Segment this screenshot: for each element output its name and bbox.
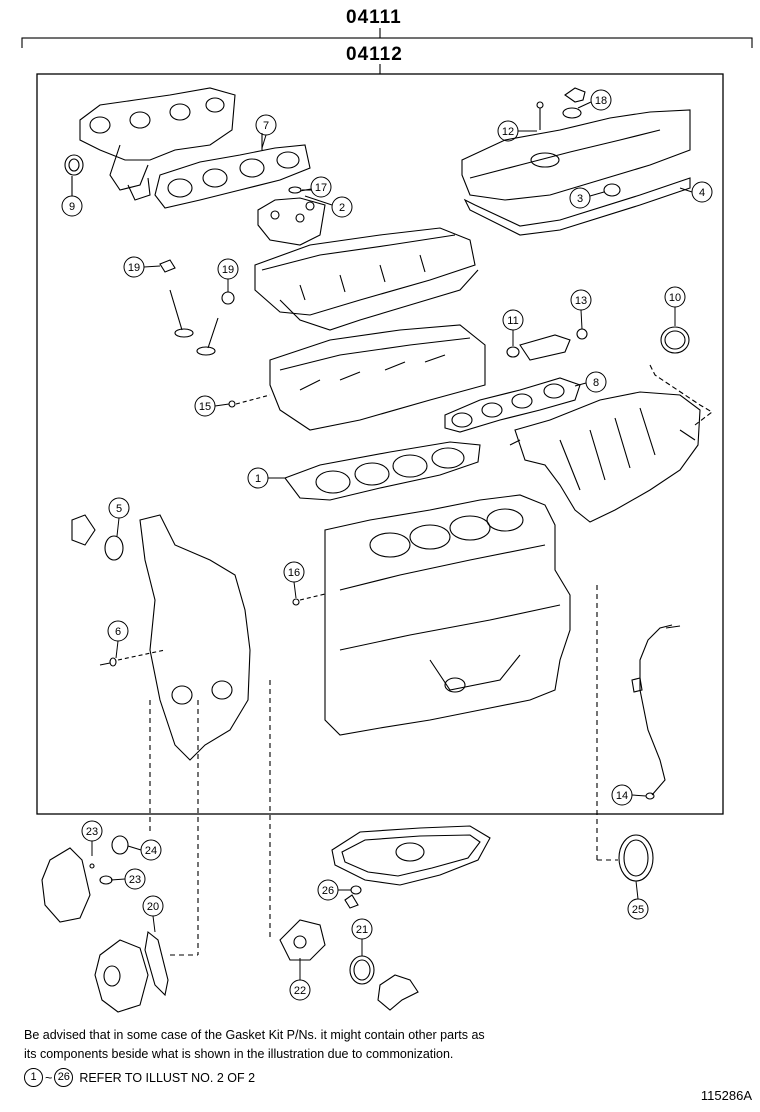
kit-04112-frame [36, 73, 724, 815]
callout-numbers: 1 2 3 4 5 6 7 8 9 10 11 12 13 14 15 16 1… [69, 95, 705, 997]
callout-8: 8 [593, 377, 599, 389]
dipstick-guide-drawing [631, 624, 681, 800]
callout-19b: 19 [222, 264, 234, 276]
advisory-note-line-2: its components beside what is shown in t… [24, 1047, 454, 1061]
oil-pan-drawing [331, 825, 491, 909]
illustration-id: 115286A [700, 1088, 752, 1103]
callout-6: 6 [115, 626, 121, 638]
callout-10: 10 [669, 292, 681, 304]
callout-9: 9 [69, 201, 75, 213]
callout-2-circle [331, 196, 353, 218]
callout-5: 5 [116, 503, 122, 515]
callout-25: 25 [632, 904, 644, 916]
callout-19a: 19 [128, 262, 140, 274]
injector-drawing [506, 328, 588, 361]
callout-3: 3 [577, 193, 583, 205]
intake-gasket-8 [444, 377, 581, 433]
intake-manifold-drawing [509, 391, 701, 523]
callout-17-circle [310, 176, 332, 198]
callout-21: 21 [356, 924, 368, 936]
callout-7: 7 [263, 120, 269, 132]
cylinder-block-drawing [292, 494, 571, 736]
timing-chain-cover-drawing [71, 514, 251, 761]
gasket-10 [649, 326, 713, 426]
callout-18: 18 [595, 95, 607, 107]
cylinder-head-cover-drawing [461, 87, 691, 236]
ref-end-circle: 26 [54, 1068, 74, 1087]
callout-2: 2 [339, 202, 345, 214]
callout-9-circle [61, 195, 83, 217]
water-pump-drawing [41, 835, 169, 1013]
callout-8-circle [585, 371, 607, 393]
callout-13: 13 [575, 295, 587, 307]
leader-lines [149, 585, 618, 956]
callout-22: 22 [294, 985, 306, 997]
oil-seal-9 [64, 154, 84, 196]
rear-oil-seal-25 [618, 834, 654, 882]
callout-1: 1 [255, 473, 261, 485]
callout-23b: 23 [129, 874, 141, 886]
callout-15: 15 [199, 401, 211, 413]
camshaft-housing-drawing [254, 227, 479, 331]
callout-17: 17 [315, 182, 327, 194]
advisory-note-line-1: Be advised that in some case of the Gask… [24, 1028, 485, 1042]
reference-line: 1 ~ 26 REFER TO ILLUST NO. 2 OF 2 [24, 1068, 255, 1087]
callout-4: 4 [699, 187, 705, 199]
callout-23a: 23 [86, 826, 98, 838]
callout-3-circle [569, 187, 591, 209]
ref-text: REFER TO ILLUST NO. 2 OF 2 [79, 1070, 256, 1085]
callout-12: 12 [502, 126, 514, 138]
callout-11: 11 [507, 315, 518, 327]
callout-circles [61, 89, 713, 1001]
callout-16: 16 [288, 567, 300, 579]
callout-leaders [91, 101, 693, 980]
cylinder-head-gasket-1 [284, 441, 481, 501]
valves-drawing [159, 259, 235, 356]
callout-20: 20 [147, 901, 159, 913]
kit-number-04111: 04111 [346, 7, 402, 28]
callout-26: 26 [322, 885, 334, 897]
exhaust-gasket-7 [154, 133, 311, 209]
callout-14: 14 [616, 790, 628, 802]
cylinder-head-drawing [228, 324, 486, 431]
kit-number-04112: 04112 [346, 44, 403, 65]
exhaust-manifold-drawing [79, 87, 236, 201]
callout-24: 24 [145, 845, 157, 857]
ref-start-circle: 1 [24, 1068, 43, 1087]
callout-18-circle [590, 89, 612, 111]
ref-tilde: ~ [45, 1070, 53, 1085]
camshaft-cap-parts [257, 186, 326, 246]
